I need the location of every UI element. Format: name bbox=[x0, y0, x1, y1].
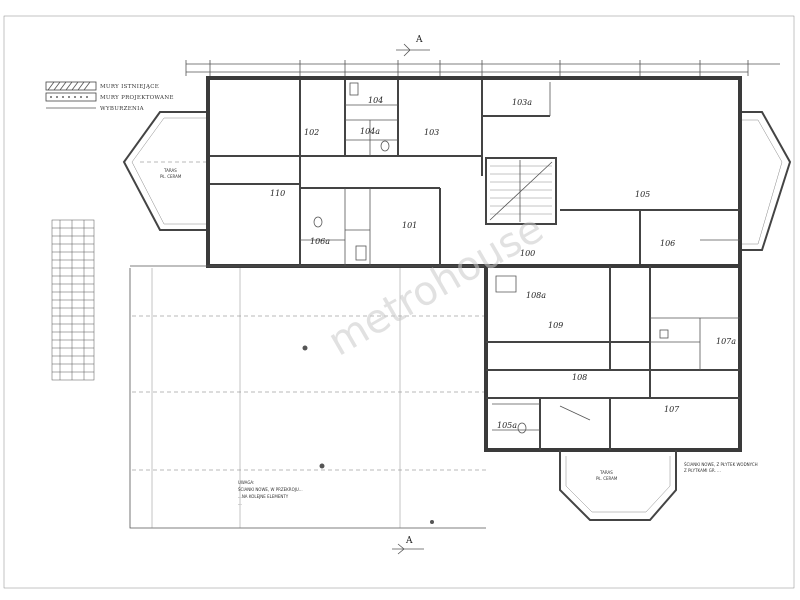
uwagi-title: UWAGA: bbox=[238, 480, 254, 485]
uwagi-line2: ...NA KOLEJNE ELEMENTY bbox=[238, 494, 289, 499]
taras-left-sublabel: PŁ. CERAM bbox=[160, 174, 182, 179]
room-label-109: 109 bbox=[548, 321, 563, 330]
section-label-top: A bbox=[415, 35, 423, 45]
room-label-101: 101 bbox=[402, 221, 417, 230]
section-label-bottom: A bbox=[405, 536, 413, 546]
room-labels: 104 104a 103a 103 102 105 106a 101 110 1… bbox=[270, 96, 736, 430]
room-label-102: 102 bbox=[304, 128, 319, 137]
schedule-table bbox=[51, 219, 95, 381]
legend-swatch-existing bbox=[45, 81, 97, 91]
room-label-105: 105 bbox=[635, 190, 650, 199]
room-label-110: 110 bbox=[270, 189, 285, 198]
sanitary-fixtures bbox=[313, 82, 669, 434]
room-label-106a: 106a bbox=[310, 237, 330, 246]
room-label-103: 103 bbox=[424, 128, 439, 137]
taras-bottom-sublabel: PŁ. CERAM bbox=[596, 476, 618, 481]
legend-swatch-projected bbox=[45, 92, 97, 102]
section-marker-top: A bbox=[396, 35, 430, 57]
legend-label-existing: MURY ISTNIEJĄCE bbox=[100, 84, 159, 90]
uwagi-line3: ... bbox=[238, 501, 242, 506]
dimension-lines-top bbox=[185, 60, 780, 76]
room-label-100: 100 bbox=[520, 249, 535, 258]
bottom-terrace: TARAS PŁ. CERAM bbox=[559, 450, 677, 521]
legend: MURY ISTNIEJĄCE MURY PROJEKTOWANE WYBURZ… bbox=[45, 81, 174, 112]
room-label-108a: 108a bbox=[526, 291, 546, 300]
taras-left-label: TARAS bbox=[163, 168, 177, 173]
room-label-106: 106 bbox=[660, 239, 675, 248]
left-terrace: TARAS PŁ. CERAM bbox=[122, 111, 208, 231]
right-terrace bbox=[738, 111, 792, 251]
legend-label-projected: MURY PROJEKTOWANE bbox=[100, 95, 174, 101]
room-label-104: 104 bbox=[368, 96, 383, 105]
room-label-108: 108 bbox=[572, 373, 587, 382]
room-label-104a: 104a bbox=[360, 127, 380, 136]
uwagi-note: UWAGA: ŚCIANKI NOWE, W PRZEKROJU... ...N… bbox=[238, 480, 303, 506]
right-note-line1: ŚCIANKI NOWE, Z PŁYTEK WODNYCH bbox=[684, 462, 758, 467]
legend-label-demolition: WYBURZENIA bbox=[100, 106, 145, 112]
section-marker-bottom: A bbox=[392, 536, 424, 555]
room-label-107a: 107a bbox=[716, 337, 736, 346]
uwagi-line1: ŚCIANKI NOWE, W PRZEKROJU... bbox=[238, 487, 303, 492]
lower-right-block bbox=[484, 264, 742, 452]
sheet-border bbox=[3, 15, 795, 589]
taras-bottom-label: TARAS bbox=[599, 470, 613, 475]
right-note-line2: Z PŁYTKAMI GR. ... bbox=[684, 468, 721, 473]
lower-left-area bbox=[129, 265, 486, 529]
room-label-105a: 105a bbox=[497, 421, 517, 430]
room-label-107: 107 bbox=[664, 405, 680, 414]
room-label-103a: 103a bbox=[512, 98, 532, 107]
